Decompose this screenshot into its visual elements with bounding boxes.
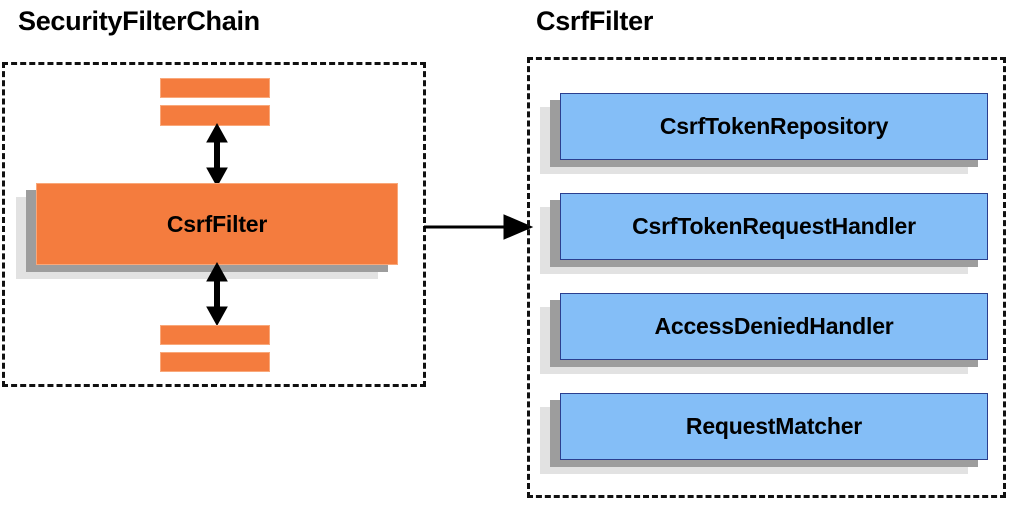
filter-bar-bottom-1 — [160, 325, 270, 345]
collaborator-box-csrf-token-request-handler: CsrfTokenRequestHandler — [540, 193, 988, 274]
filter-bar-bottom-2 — [160, 352, 270, 372]
panel-title-csrf-filter: CsrfFilter — [536, 6, 654, 36]
collaborator-box-csrf-token-repository: CsrfTokenRepository — [540, 93, 988, 174]
collaborator-label: AccessDeniedHandler — [654, 313, 894, 339]
arrow-above-csrffilter-icon — [206, 122, 228, 188]
collaborator-face: AccessDeniedHandler — [560, 293, 988, 360]
csrffilter-box: CsrfFilter — [16, 183, 398, 279]
collaborator-box-access-denied-handler: AccessDeniedHandler — [540, 293, 988, 374]
collaborator-label: CsrfTokenRequestHandler — [632, 213, 916, 239]
connector-arrow-icon — [424, 214, 534, 240]
csrffilter-label: CsrfFilter — [166, 210, 268, 237]
panel-title-security-filter-chain: SecurityFilterChain — [18, 6, 260, 36]
csrffilter-face: CsrfFilter — [36, 183, 398, 265]
filter-bar-top-1 — [160, 78, 270, 98]
arrow-below-csrffilter-icon — [206, 261, 228, 327]
collaborator-face: CsrfTokenRepository — [560, 93, 988, 160]
collaborator-label: RequestMatcher — [685, 413, 863, 439]
collaborator-label: CsrfTokenRepository — [659, 113, 889, 139]
collaborator-face: RequestMatcher — [560, 393, 988, 460]
collaborator-face: CsrfTokenRequestHandler — [560, 193, 988, 260]
csrf-filter-container — [527, 57, 1006, 498]
collaborator-box-request-matcher: RequestMatcher — [540, 393, 988, 474]
filter-bar-top-2 — [160, 105, 270, 126]
security-filter-chain-container — [2, 62, 426, 387]
